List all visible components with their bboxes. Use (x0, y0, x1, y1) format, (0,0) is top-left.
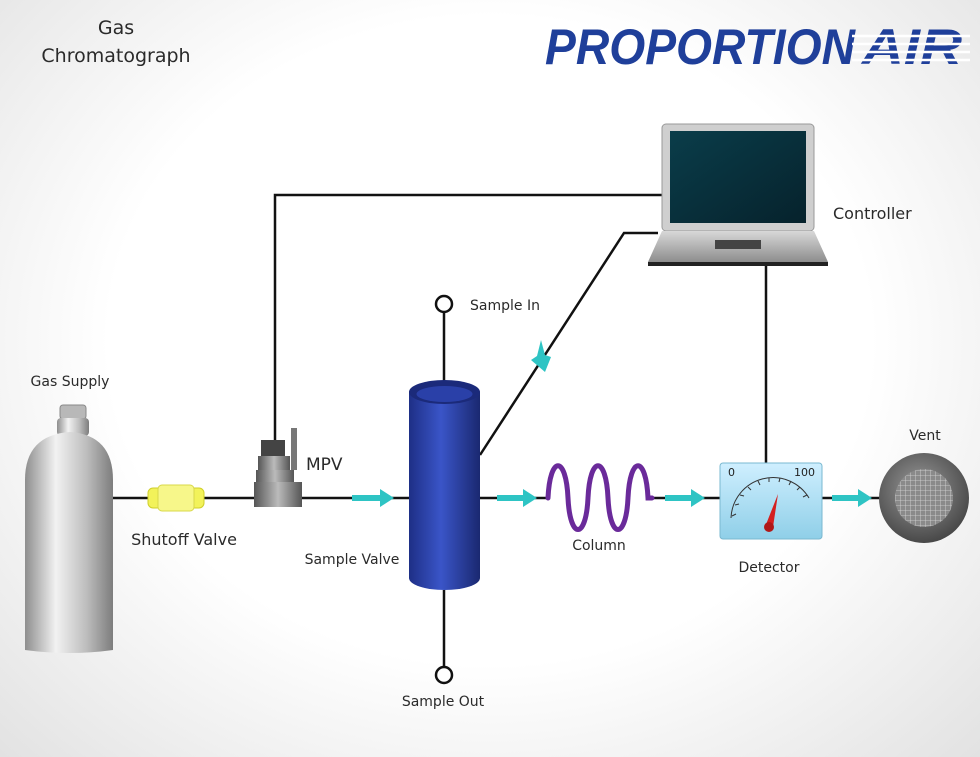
sample-out-port (434, 665, 454, 685)
proportion-air-logo: PROPORTION AIR (545, 19, 970, 75)
label-sample-out: Sample Out (402, 694, 485, 710)
detector-scale-max: 100 (794, 466, 815, 479)
detector-needle (765, 494, 778, 527)
flow-arrow-2 (497, 489, 537, 507)
shutoff-valve (147, 484, 205, 512)
sample-valve (409, 380, 480, 590)
line-controller-to-sample-valve (478, 231, 658, 456)
label-controller: Controller (833, 204, 912, 223)
logo-text-air: AIR (860, 19, 962, 75)
label-detector: Detector (738, 560, 799, 576)
title-line-2: Chromatograph (41, 45, 190, 67)
column-coil (545, 463, 655, 532)
label-gas-supply: Gas Supply (31, 374, 110, 390)
title-line-1: Gas (98, 17, 134, 39)
logo-text: PROPORTION (545, 19, 856, 75)
detector-ticks (731, 477, 808, 517)
line-mpv-to-controller (273, 193, 668, 440)
sample-in-port (434, 294, 454, 314)
vent (879, 453, 969, 543)
flow-arrow-1 (352, 489, 394, 507)
flow-arrows (352, 340, 872, 507)
flow-arrow-signal (531, 340, 551, 372)
controller-laptop (648, 123, 828, 266)
label-sample-valve: Sample Valve (305, 552, 400, 568)
label-mpv: MPV (306, 455, 343, 475)
label-sample-in: Sample In (470, 298, 540, 314)
label-vent: Vent (909, 428, 941, 444)
detector: 0 100 (719, 462, 823, 540)
logo-stripes (852, 34, 970, 62)
gas-supply-cylinder (25, 404, 113, 653)
label-column: Column (572, 538, 626, 554)
label-shutoff-valve: Shutoff Valve (131, 530, 237, 549)
flow-arrow-4 (832, 489, 872, 507)
mpv-valve (254, 428, 302, 507)
detector-scale-min: 0 (728, 466, 735, 479)
flow-arrow-3 (665, 489, 705, 507)
